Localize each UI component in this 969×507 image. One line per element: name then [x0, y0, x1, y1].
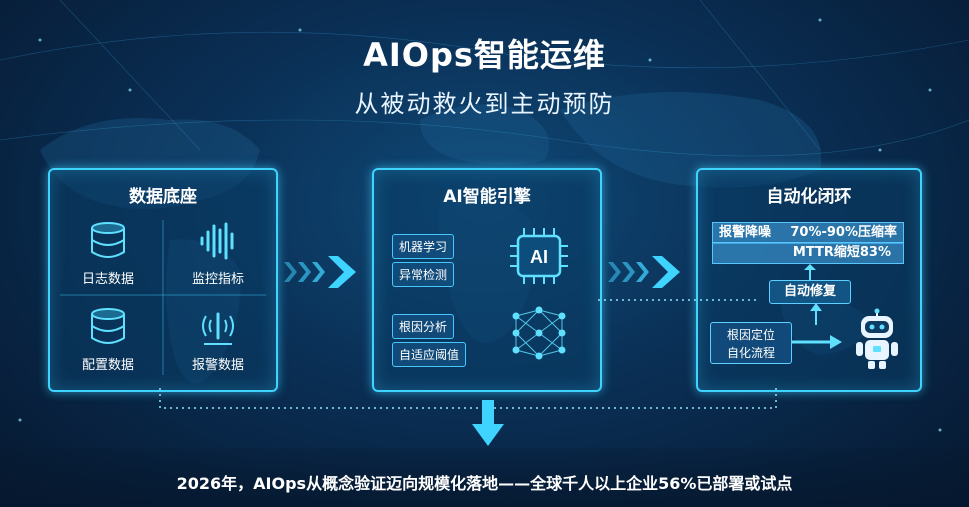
data-base-title: 数据底座	[129, 187, 197, 207]
mttr-value: MTTR缩短83%	[792, 245, 891, 260]
ai-chip-icon: AI	[510, 228, 568, 284]
robot-icon	[856, 308, 898, 369]
page-subtitle: 从被动救火到主动预防	[354, 90, 615, 118]
alarm-data-label: 报警数据	[191, 358, 244, 373]
metrics-label: 监控指标	[191, 272, 244, 287]
ai-chip-text: AI	[530, 247, 548, 267]
neural-network-icon	[512, 306, 566, 360]
anomaly-label: 异常检测	[392, 262, 455, 287]
alert-noise-bar: 报警降噪 70%-90%压缩率	[712, 222, 904, 244]
ai-engine-title: AI智能引擎	[443, 187, 531, 207]
config-data-label: 配置数据	[81, 358, 134, 373]
ml-label: 机器学习	[392, 234, 455, 259]
alarm-wave-icon	[202, 312, 234, 345]
log-data-label: 日志数据	[81, 272, 134, 287]
down-arrow-icon	[472, 400, 504, 446]
workflow-line: 自化流程	[726, 346, 775, 360]
right-arrow-icon	[792, 335, 842, 349]
flow-arrow-icon	[284, 256, 356, 288]
alert-noise-label: 报警降噪	[719, 225, 772, 240]
root-cause-box: 根因定位 自化流程	[710, 322, 792, 364]
config-data-tile: 配置数据	[58, 306, 158, 373]
footer-band	[0, 448, 969, 507]
auto-repair-box: 自动修复	[769, 280, 851, 304]
flow-arrow-icon	[608, 256, 680, 288]
metrics-tile: 监控指标	[168, 220, 268, 287]
up-arrow-icon	[804, 264, 816, 280]
up-arrow-icon	[810, 303, 822, 325]
database-icon	[91, 222, 125, 258]
page-title: AIOps智能运维	[363, 36, 606, 74]
root-cause-label: 根因分析	[392, 314, 455, 339]
waveform-icon	[200, 222, 234, 260]
root-cause-line: 根因定位	[726, 328, 775, 342]
alert-noise-value: 70%-90%压缩率	[790, 225, 897, 240]
mttr-bar: MTTR缩短83%	[712, 242, 904, 264]
adaptive-threshold-label: 自适应阈值	[392, 342, 467, 367]
data-base-panel: 数据底座 日志数据 监控指标	[48, 168, 278, 392]
panel-divider	[60, 220, 266, 375]
log-data-tile: 日志数据	[58, 220, 158, 287]
database-icon	[91, 308, 125, 344]
automation-title: 自动化闭环	[766, 187, 852, 207]
alarm-data-tile: 报警数据	[168, 306, 268, 373]
ai-engine-panel: AI智能引擎 机器学习 异常检测 根因分析 自适应阈值 AI	[372, 168, 602, 392]
footer-statement: 2026年，AIOps从概念验证迈向规模化落地——全球千人以上企业56%已部署或…	[176, 474, 793, 493]
